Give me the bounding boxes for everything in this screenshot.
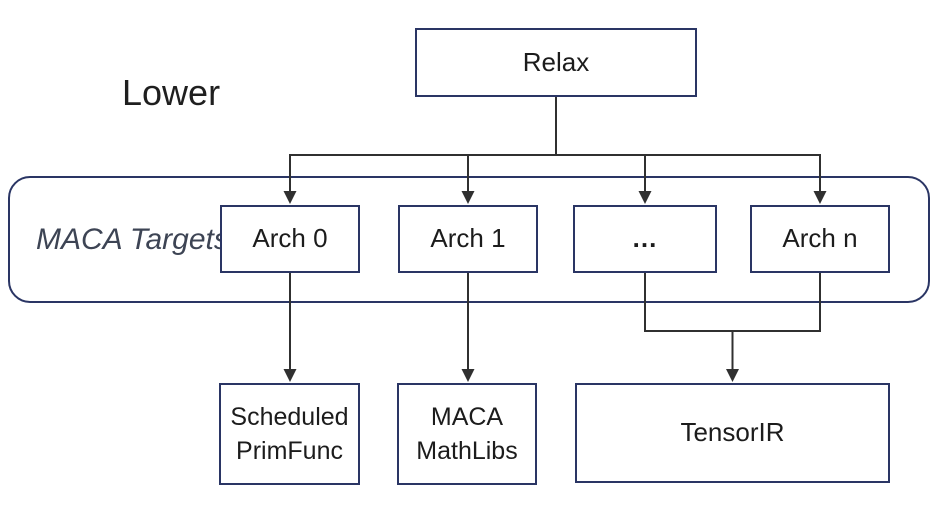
- lower-label: Lower: [122, 72, 221, 113]
- maca-targets-label: MACA Targets: [36, 222, 229, 256]
- node-maca-mathlibs-line2: MathLibs: [416, 437, 518, 465]
- node-tensorir: TensorIR: [575, 383, 890, 483]
- arrow-down-icon: [283, 369, 297, 382]
- node-maca-mathlibs-line1: MACA: [430, 402, 504, 431]
- node-arch-ellipsis: …: [573, 205, 717, 273]
- node-relax: Relax: [415, 28, 697, 97]
- node-arch-n: Arch n: [750, 205, 890, 273]
- node-arch-1-label: Arch 1: [430, 223, 506, 254]
- arrow-down-icon: [461, 369, 475, 382]
- maca-targets-group: MACA Targets: [8, 176, 930, 303]
- node-arch-0-label: Arch 0: [252, 223, 328, 254]
- node-maca-mathlibs: MACA MathLibs: [397, 383, 537, 485]
- node-scheduled-primfunc: Scheduled PrimFunc: [219, 383, 360, 485]
- node-arch-n-label: Arch n: [782, 223, 858, 254]
- node-scheduled-primfunc-line2: PrimFunc: [236, 437, 343, 465]
- node-arch-0: Arch 0: [220, 205, 360, 273]
- node-scheduled-primfunc-line1: Scheduled: [230, 402, 349, 431]
- node-tensorir-label: TensorIR: [680, 417, 785, 448]
- node-arch-ellipsis-label: …: [631, 223, 659, 254]
- node-relax-label: Relax: [522, 46, 590, 77]
- node-arch-1: Arch 1: [398, 205, 538, 273]
- arrow-down-icon: [726, 369, 739, 382]
